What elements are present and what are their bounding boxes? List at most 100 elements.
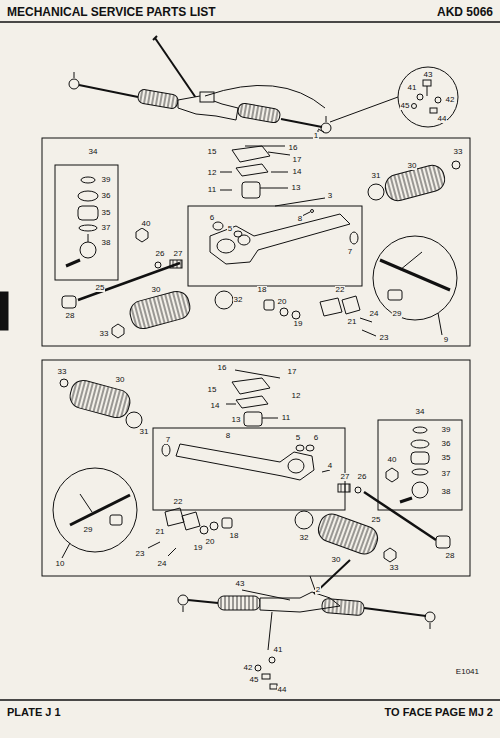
callout-number: 33 <box>389 564 400 572</box>
page-text: PLATE J 1 <box>6 707 62 718</box>
lower-parts <box>60 370 450 562</box>
callout-number: 5 <box>227 225 233 233</box>
callout-number: 3 <box>327 192 333 200</box>
callout-number: 35 <box>441 454 452 462</box>
callout-number: 24 <box>157 560 168 568</box>
callout-number: 17 <box>287 368 298 376</box>
callout-number: 33 <box>99 330 110 338</box>
callout-number: 11 <box>281 414 291 422</box>
callout-number: 45 <box>249 676 260 684</box>
callout-number: 41 <box>273 646 284 654</box>
callout-number: 20 <box>205 538 216 546</box>
callout-number: 20 <box>277 298 288 306</box>
callout-number: 14 <box>292 168 303 176</box>
callout-number: 22 <box>335 286 346 294</box>
callout-number: 31 <box>139 428 150 436</box>
callout-number: 37 <box>441 470 452 478</box>
callout-number: 11 <box>207 186 217 194</box>
callout-number: 10 <box>55 560 66 568</box>
callout-number: 5 <box>295 434 301 442</box>
callout-number: 8 <box>297 215 303 223</box>
callout-number: 29 <box>83 526 94 534</box>
callout-number: 44 <box>437 115 448 123</box>
callout-number: 23 <box>135 550 146 558</box>
callout-number: 4 <box>327 462 333 470</box>
rack-inset <box>373 236 457 320</box>
callout-number: 28 <box>65 312 76 320</box>
rack-assembly-bottom <box>178 560 435 689</box>
callout-number: 31 <box>371 172 382 180</box>
callout-number: 27 <box>173 250 184 258</box>
callout-number: 24 <box>369 310 380 318</box>
callout-number: 40 <box>387 456 398 464</box>
callout-number: 28 <box>445 552 456 560</box>
lower-frame <box>42 360 470 576</box>
callout-number: 15 <box>207 148 218 156</box>
callout-number: 32 <box>299 534 310 542</box>
ball-joint-inset <box>378 420 462 510</box>
callout-number: 13 <box>231 416 242 424</box>
callout-number: 7 <box>347 248 353 256</box>
callout-number: 19 <box>193 544 204 552</box>
rack-inset <box>53 468 137 552</box>
callout-number: 2 <box>315 586 321 594</box>
callout-number: 41 <box>407 84 418 92</box>
callout-number: 42 <box>445 96 456 104</box>
page-text: TO FACE PAGE MJ 2 <box>384 707 494 718</box>
callout-number: 16 <box>217 364 228 372</box>
callout-number: 33 <box>453 148 464 156</box>
callout-number: 30 <box>151 286 162 294</box>
callout-number: 42 <box>243 664 254 672</box>
page-text: E1041 <box>455 668 480 676</box>
callout-number: 36 <box>101 192 112 200</box>
callout-number: 21 <box>155 528 166 536</box>
callout-number: 38 <box>441 488 452 496</box>
callout-number: 38 <box>101 239 112 247</box>
page-tab <box>0 292 8 330</box>
callout-number: 8 <box>225 432 231 440</box>
callout-number: 16 <box>288 144 299 152</box>
callout-number: 30 <box>331 556 342 564</box>
callout-number: 32 <box>233 296 244 304</box>
callout-number: 34 <box>415 408 426 416</box>
callout-number: 12 <box>207 169 218 177</box>
callout-number: 30 <box>407 162 418 170</box>
callout-number: 18 <box>257 286 268 294</box>
callout-number: 43 <box>423 71 434 79</box>
callout-number: 39 <box>101 176 112 184</box>
callout-number: 30 <box>115 376 126 384</box>
callout-number: 33 <box>57 368 68 376</box>
callout-number: 1 <box>313 132 319 140</box>
callout-number: 34 <box>88 148 99 156</box>
housing-inset <box>153 428 345 510</box>
callout-number: 29 <box>392 310 403 318</box>
callout-number: 22 <box>173 498 184 506</box>
page-text: AKD 5066 <box>436 6 494 18</box>
ball-joint-inset <box>55 165 118 280</box>
callout-number: 37 <box>101 224 112 232</box>
footer-rule <box>0 699 500 701</box>
callout-number: 7 <box>165 436 171 444</box>
housing-inset <box>188 206 362 286</box>
callout-number: 39 <box>441 426 452 434</box>
callout-number: 19 <box>293 320 304 328</box>
callout-number: 23 <box>379 334 390 342</box>
callout-number: 45 <box>400 102 411 110</box>
callout-number: 35 <box>101 209 112 217</box>
callout-number: 36 <box>441 440 452 448</box>
callout-number: 27 <box>340 473 351 481</box>
callout-number: 25 <box>371 516 382 524</box>
callout-number: 6 <box>313 434 319 442</box>
callout-number: 44 <box>277 686 288 694</box>
callout-number: 6 <box>209 214 215 222</box>
rack-assembly-top <box>69 36 458 133</box>
callout-number: 25 <box>95 284 106 292</box>
callout-number: 18 <box>229 532 240 540</box>
callout-number: 15 <box>207 386 218 394</box>
upper-parts <box>62 146 460 338</box>
upper-frame <box>42 138 470 346</box>
callout-number: 26 <box>155 250 166 258</box>
callout-number: 17 <box>292 156 303 164</box>
callout-number: 26 <box>357 473 368 481</box>
callout-number: 13 <box>291 184 302 192</box>
